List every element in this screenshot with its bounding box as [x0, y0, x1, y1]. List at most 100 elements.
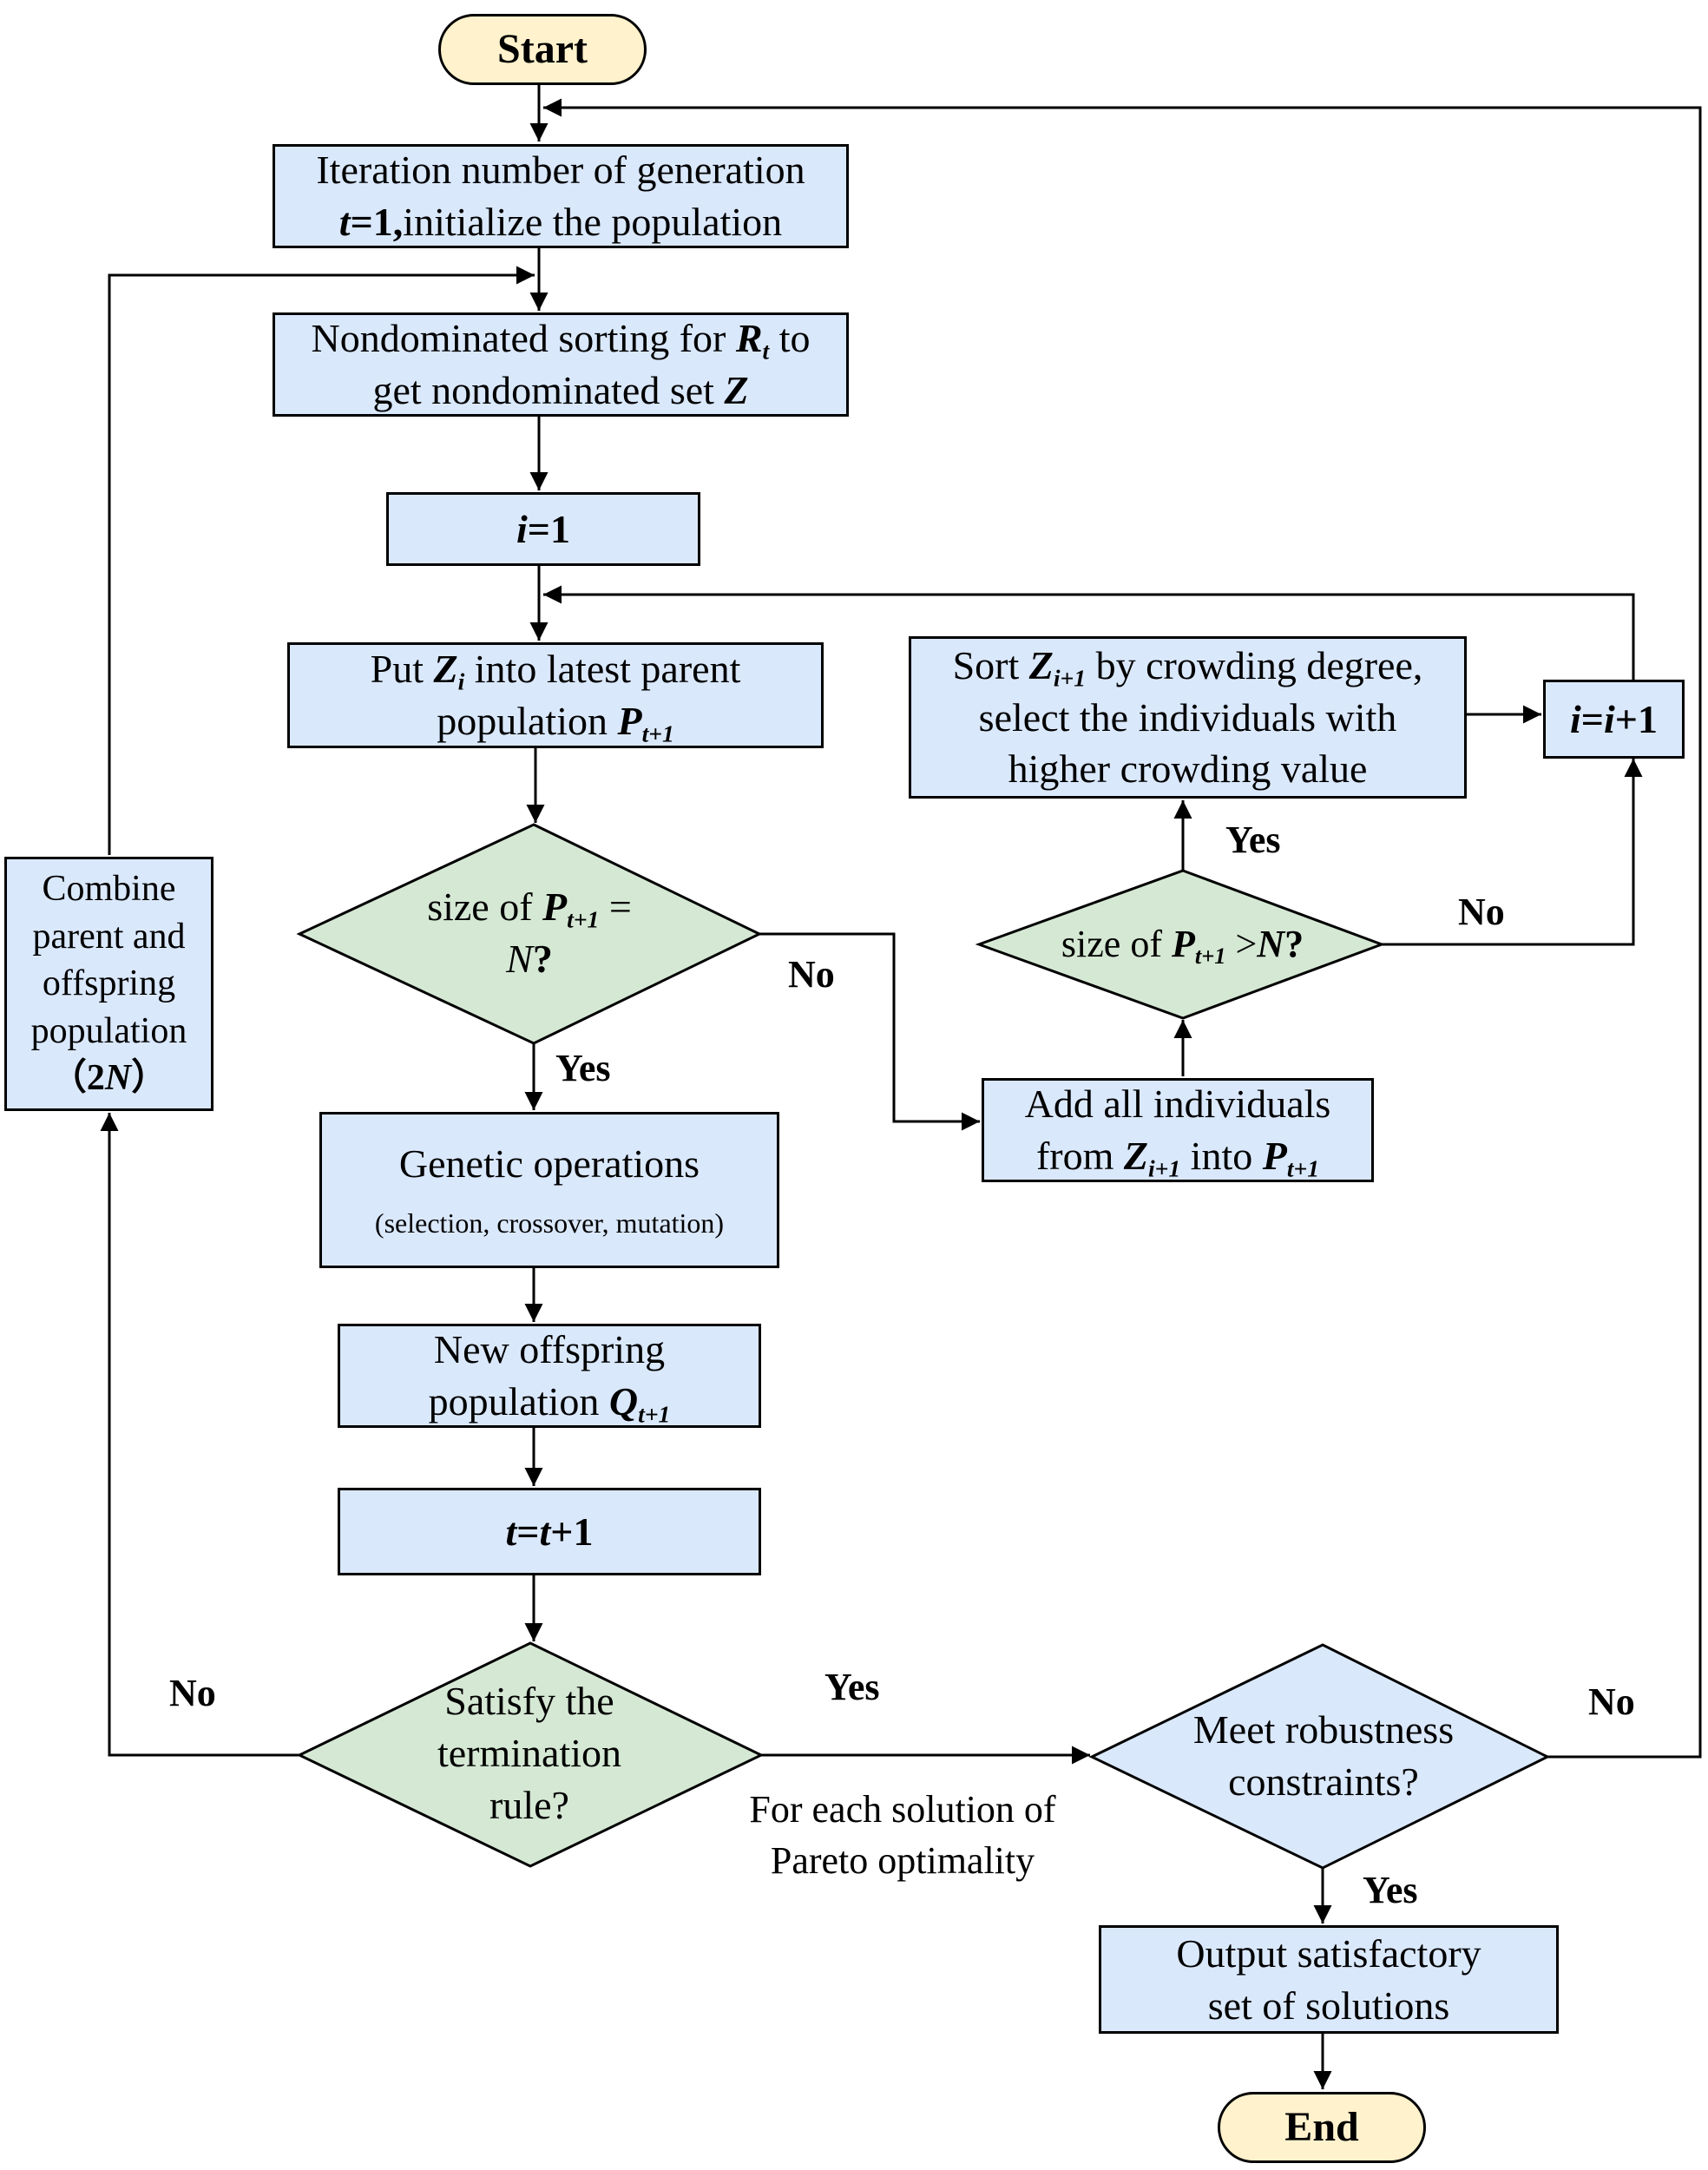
put-P-sub: t+1 [641, 720, 674, 747]
put-line2-text: population [437, 699, 618, 743]
tinc-eq: = [516, 1509, 540, 1554]
combine-N-var: N [104, 1058, 132, 1099]
label-yes-size-gt: Yes [1225, 819, 1281, 861]
label-yes-termination: Yes [824, 1666, 880, 1708]
tinc-text: t=t+1 [506, 1506, 594, 1558]
edge-sizeeq-no-add [759, 932, 980, 1131]
sort-pre: Sort [952, 642, 1029, 687]
sort-Z-var: Z [1028, 642, 1054, 687]
nds-line2: get nondominated set Z [372, 365, 748, 417]
sizeeq-line2: N? [506, 933, 553, 985]
i-increment-box: i=i+1 [1543, 680, 1685, 759]
i1-rest: =1 [527, 506, 570, 551]
robust-line1: Meet robustness [1192, 1707, 1455, 1752]
combine-paren-close: ） [131, 1058, 168, 1099]
label-yes-size-eq: Yes [555, 1047, 611, 1089]
label-no-termination: No [169, 1672, 216, 1714]
term-line1: Satisfy the [444, 1679, 614, 1724]
genetic-operations-box: Genetic operations (selection, crossover… [319, 1112, 779, 1268]
output-line1: Output satisfactory [1176, 1930, 1481, 1976]
combine-line1: Combine [42, 869, 176, 910]
nds-pre: Nondominated sorting for [311, 316, 736, 361]
init-population-box: Iteration number of generation t=1,initi… [273, 144, 849, 248]
sizeeq-N-var: N [506, 937, 533, 981]
output-line2: set of solutions [1207, 1983, 1450, 2028]
add-P-var: P [1262, 1134, 1287, 1178]
put-line1: Put Zi into latest parent [371, 643, 741, 695]
genetic-sub: (selection, crossover, mutation) [374, 1207, 725, 1240]
combine-two: 2 [86, 1058, 105, 1099]
init-line2: t=1,initialize the population [339, 196, 782, 248]
output-solutions-box: Output satisfactory set of solutions [1099, 1925, 1559, 2034]
sort-line1: Sort Zi+1 by crowding degree, [953, 640, 1423, 692]
nds-post: to [769, 316, 811, 361]
sort-Z-sub: i+1 [1053, 664, 1087, 692]
nds-line2-text: get nondominated set [372, 368, 725, 412]
decision-robustness: Meet robustness constraints? [1154, 1697, 1493, 1815]
init-eq: =1, [350, 200, 404, 244]
tinc-plus: +1 [550, 1509, 594, 1554]
put-zi-box: Put Zi into latest parent population Pt+… [287, 642, 824, 748]
add-Z-var: Z [1123, 1134, 1148, 1178]
nds-R-sub: t [762, 337, 770, 365]
add-P-sub: t+1 [1286, 1154, 1320, 1182]
sizeeq-pre: size of [427, 884, 543, 930]
sizegt-mid: > [1225, 923, 1258, 966]
sizegt-N-var: N [1257, 923, 1285, 966]
combine-paren-open: （ [49, 1058, 87, 1099]
put-Z-var: Z [433, 647, 458, 692]
decision-size-gt: size of Pt+1 >N? [1007, 911, 1358, 977]
put-pre: Put [370, 647, 434, 692]
nds-R-var: R [735, 316, 763, 361]
offspring-Q-sub: t+1 [638, 1400, 671, 1428]
edge-sizegt-no-iinc [1382, 759, 1643, 946]
sizegt-line: size of Pt+1 >N? [1061, 919, 1304, 969]
sort-line2: select the individuals with [978, 694, 1397, 740]
end-label: End [1284, 2103, 1359, 2150]
offspring-line2-text: population [428, 1379, 609, 1424]
put-Z-sub: i [457, 667, 465, 695]
sizegt-q: ? [1284, 923, 1304, 966]
nds-line1: Nondominated sorting for Rt to [312, 312, 811, 365]
sort-crowding-box: Sort Zi+1 by crowding degree, select the… [909, 636, 1467, 799]
genetic-title: Genetic operations [398, 1141, 700, 1187]
start-label: Start [497, 25, 588, 72]
sizegt-P-sub: t+1 [1194, 943, 1226, 970]
iinc-text: i=i+1 [1570, 694, 1658, 746]
nondominated-sorting-box: Nondominated sorting for Rt to get nondo… [273, 312, 849, 417]
sizegt-P-var: P [1171, 923, 1195, 966]
combine-population-box: Combine parent and offspring population … [4, 857, 214, 1111]
sizeeq-P-sub: t+1 [567, 905, 600, 933]
edge-robust-no-loop [543, 98, 1702, 1759]
sort-line3: higher crowding value [1008, 746, 1368, 792]
decision-size-gt-shape [975, 869, 1386, 1020]
nds-Z-var: Z [724, 368, 749, 412]
pareto-line1: For each solution of [749, 1788, 1056, 1831]
sizeeq-P-var: P [542, 884, 568, 930]
i-equals-one-box: i=1 [386, 492, 700, 566]
new-offspring-box: New offspring population Qt+1 [338, 1324, 761, 1428]
add-Z-sub: i+1 [1147, 1154, 1181, 1182]
add-line2: from Zi+1 into Pt+1 [1036, 1130, 1319, 1182]
i1-text: i=1 [516, 503, 570, 556]
label-no-size-gt: No [1458, 891, 1505, 933]
start-terminal: Start [438, 14, 647, 85]
sizegt-pre: size of [1061, 923, 1172, 966]
sort-post: by crowding degree, [1086, 642, 1423, 687]
pareto-note: For each solution of Pareto optimality [720, 1784, 1085, 1887]
offspring-line2: population Qt+1 [429, 1376, 671, 1428]
end-terminal: End [1218, 2092, 1426, 2163]
init-rest: initialize the population [403, 200, 783, 244]
edge-term-no-combine [100, 1113, 299, 1757]
iinc-i1: i [1570, 696, 1581, 741]
tinc-t1: t [505, 1509, 517, 1554]
offspring-line1: New offspring [433, 1327, 666, 1372]
combine-line3: offspring [42, 963, 176, 1004]
iinc-plus: +1 [1614, 696, 1658, 741]
put-post: into latest parent [464, 647, 741, 692]
add-from: from [1035, 1134, 1124, 1178]
init-line1: Iteration number of generation [316, 148, 805, 193]
decision-termination-shape [296, 1641, 765, 1868]
robust-line2: constraints? [1228, 1759, 1419, 1804]
combine-line2: parent and [32, 916, 186, 957]
